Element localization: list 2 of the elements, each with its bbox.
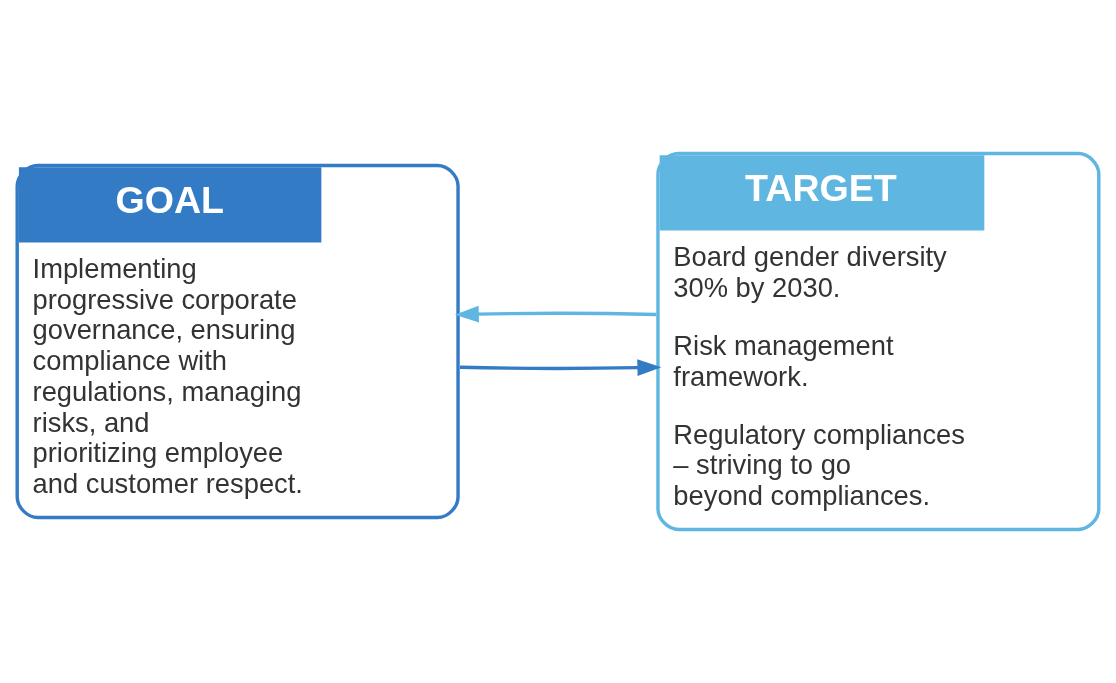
arrow	[459, 359, 662, 377]
arrow	[454, 305, 657, 323]
